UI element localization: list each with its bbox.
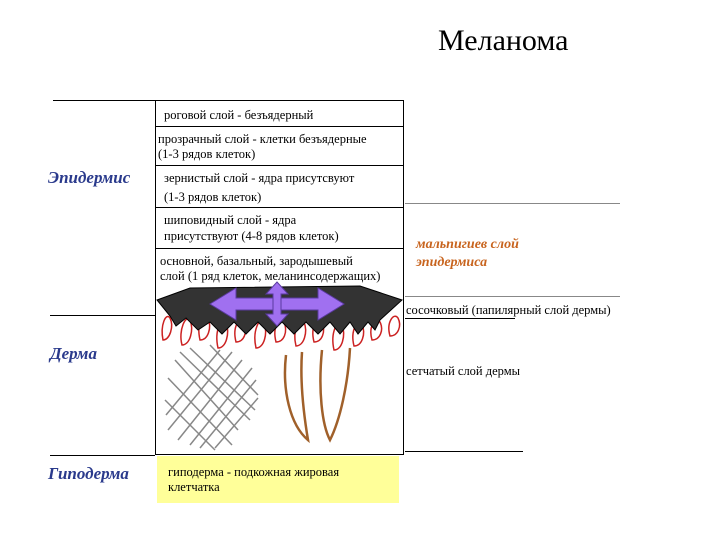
hair-follicle-left (283, 351, 310, 444)
malpighian-top-line (405, 203, 620, 204)
layer-basale-label-1: основной, базальный, зародышевый (160, 254, 353, 268)
fiber (189, 367, 253, 446)
fiber (179, 351, 251, 421)
layer-lucidum-label-1: прозрачный слой - клетки безъядерные (158, 132, 367, 146)
page-title: Меланома (438, 24, 569, 57)
malpighian-label-1: мальпигиев слой (416, 237, 519, 252)
layer-granulosum-label-2: (1-3 рядов клеток) (164, 190, 262, 204)
layer-corneum-label: роговой слой - безъядерный (164, 108, 314, 122)
reticular-bottom-line (405, 451, 523, 452)
divider-lucidum (156, 165, 404, 166)
dermis-top-line (50, 315, 155, 316)
layer-spinosum-label-1: шиповидный слой - ядра (164, 213, 297, 227)
hypodermis-top-line (50, 455, 155, 456)
fiber (165, 349, 221, 416)
papilla (161, 315, 173, 341)
section-epidermis-label: Эпидермис (48, 168, 131, 187)
divider-spinosum (156, 248, 404, 249)
layer-spinosum-label-2: присутствуют (4-8 рядов клеток) (164, 229, 339, 243)
divider-corneum (156, 126, 404, 127)
hypodermis-label-2: клетчатка (168, 480, 220, 494)
papilla (370, 319, 383, 341)
malpighian-label-2: эпидермиса (416, 255, 488, 270)
papillary-dermis-label: сосочковый (папилярный слой дермы) (406, 303, 611, 317)
fiber (189, 347, 256, 411)
fiber (177, 359, 243, 441)
fiber (214, 397, 259, 449)
section-hypodermis-label: Гиподерма (48, 464, 129, 483)
layer-lucidum-label-2: (1-3 рядов клеток) (158, 147, 256, 161)
fiber (167, 351, 233, 431)
reticular-fibers (164, 344, 259, 451)
fiber (174, 359, 239, 431)
reticular-dermis-label: сетчатый слой дермы (406, 364, 521, 378)
layer-basale-label-2: слой (1 ряд клеток, меланинсодержащих) (160, 269, 381, 283)
spread-arrow-icon (209, 281, 345, 327)
hypodermis-label-1: гиподерма - подкожная жировая (168, 465, 340, 479)
layer-granulosum-label-1: зернистый слой - ядра присутсвуют (164, 171, 355, 185)
section-dermis-label: Дерма (50, 344, 97, 363)
hypodermis-layer (157, 456, 399, 503)
hair-follicle-right (319, 347, 352, 443)
papilla (388, 315, 401, 337)
skin-diagram-frame (155, 100, 404, 455)
malpighian-bottom-line (405, 296, 620, 297)
epidermis-top-line (53, 100, 155, 101)
fiber (199, 379, 257, 449)
papillary-bottom-line (405, 318, 515, 319)
divider-granulosum (156, 207, 404, 208)
